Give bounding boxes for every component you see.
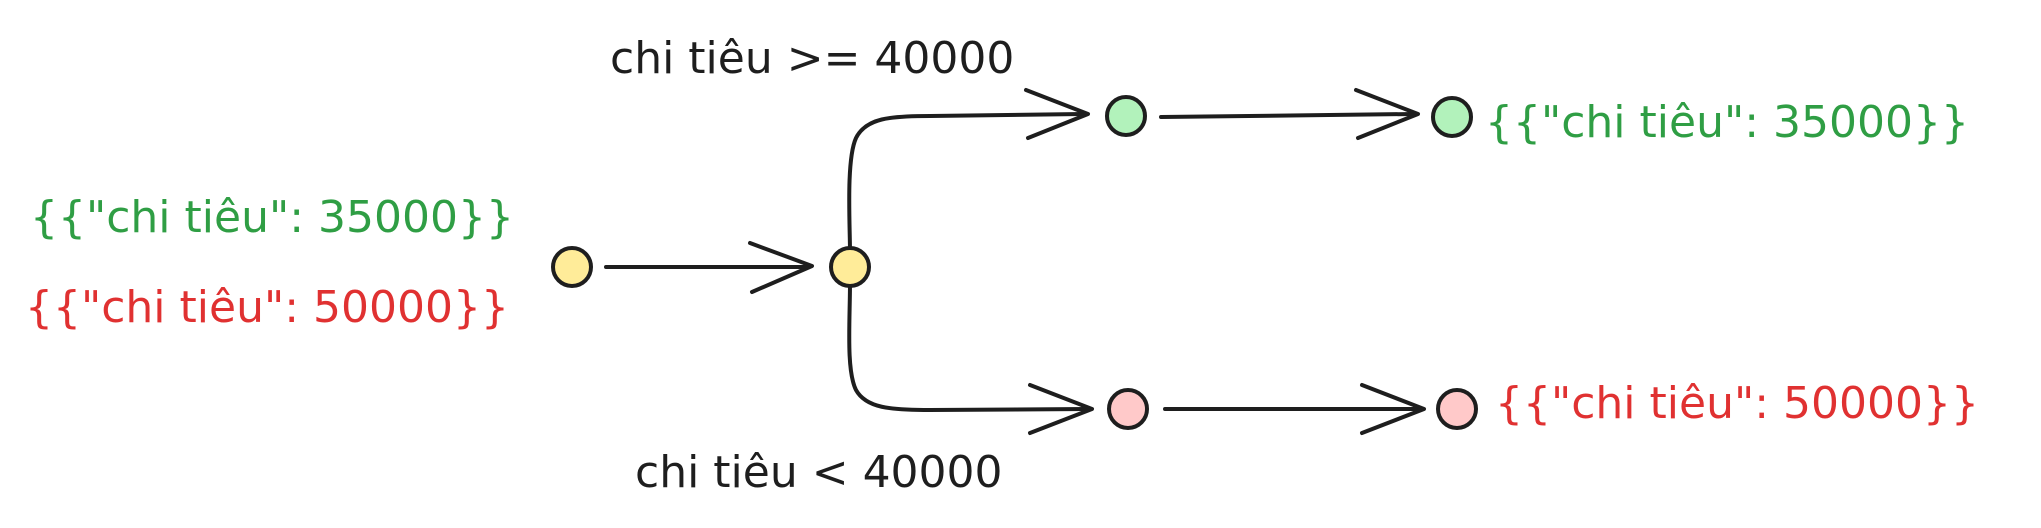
input-node: [551, 246, 593, 288]
input-record-2: {{"chi tiêu": 50000}}: [25, 282, 509, 333]
edge-lower-to-output: [1163, 383, 1426, 435]
edge-input-to-split: [604, 241, 814, 294]
edge-split-to-lower: [847, 281, 1094, 435]
upper-branch-node: [1105, 95, 1147, 137]
lower-branch-node: [1107, 388, 1149, 430]
edge-upper-to-output: [1159, 88, 1420, 140]
condition-upper-label: chi tiêu >= 40000: [610, 33, 1014, 84]
lower-output-node: [1436, 388, 1478, 430]
input-record-1: {{"chi tiêu": 35000}}: [30, 192, 514, 243]
output-upper-record: {{"chi tiêu": 35000}}: [1485, 97, 1969, 148]
upper-output-node: [1431, 96, 1473, 138]
edge-split-to-upper: [847, 88, 1090, 254]
output-lower-record: {{"chi tiêu": 50000}}: [1495, 378, 1979, 429]
split-node: [829, 246, 871, 288]
condition-lower-label: chi tiêu < 40000: [635, 447, 1003, 498]
